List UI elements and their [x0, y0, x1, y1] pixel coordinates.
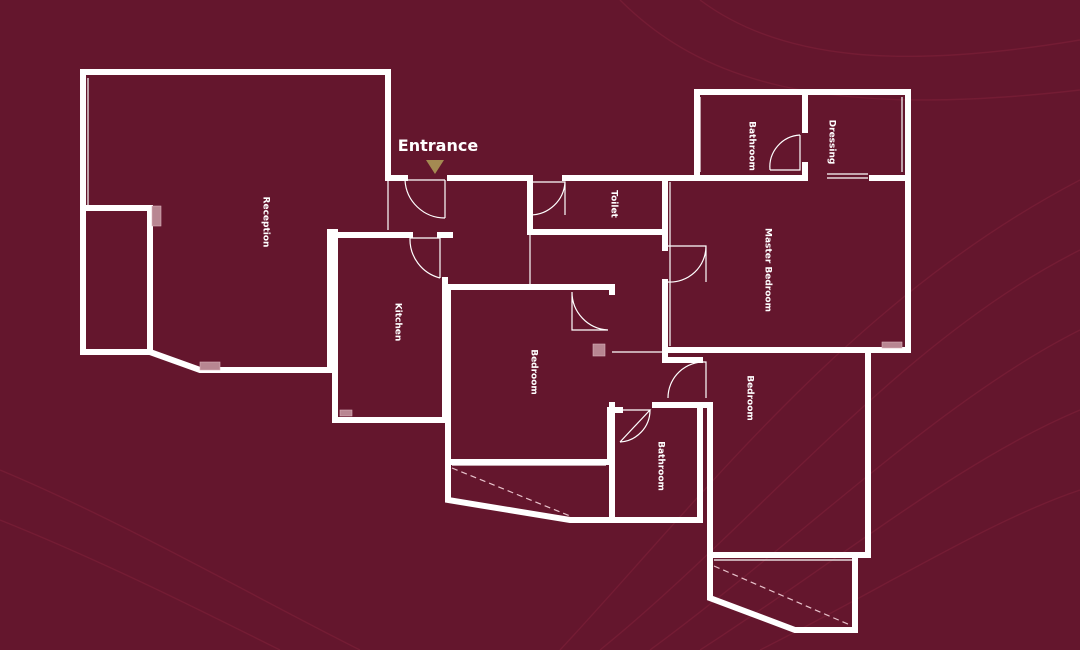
- bedroom-door: [571, 291, 609, 331]
- reception-walls: [80, 69, 391, 373]
- room-label-bedroom-right: Bedroom: [745, 375, 755, 421]
- room-label-kitchen: Kitchen: [393, 303, 403, 342]
- entrance-marker: Entrance: [398, 136, 479, 174]
- balcony-dashes: [451, 467, 851, 626]
- room-label-toilet: Toilet: [609, 190, 619, 218]
- walls: [80, 69, 911, 633]
- center-bedroom-walls: [442, 284, 615, 465]
- toilet-walls: [527, 175, 668, 235]
- room-labels: Reception Kitchen Toilet Bathroom Dressi…: [261, 120, 837, 491]
- right-bedroom-door: [667, 361, 707, 399]
- room-label-dressing: Dressing: [827, 120, 837, 165]
- toilet-door: [529, 181, 566, 216]
- room-label-bathroom-center: Bathroom: [656, 441, 666, 491]
- center-bathroom-door: [619, 409, 652, 443]
- doors: [404, 134, 868, 443]
- center-balcony-walls: [445, 459, 703, 523]
- left-alcove-walls: [80, 205, 153, 355]
- room-label-bathroom-top: Bathroom: [747, 121, 757, 171]
- ensuite-door: [769, 134, 801, 171]
- kitchen-door: [409, 237, 441, 279]
- right-bedroom-walls: [662, 347, 871, 558]
- room-label-bedroom-center: Bedroom: [529, 349, 539, 395]
- master-bedroom-door: [667, 245, 707, 283]
- kitchen-walls: [327, 229, 453, 423]
- right-balcony-walls: [707, 552, 858, 633]
- room-label-reception: Reception: [261, 197, 271, 248]
- thin-lines: [87, 78, 903, 561]
- entrance-door: [404, 179, 446, 219]
- entrance-triangle-icon: [426, 160, 444, 174]
- columns: [151, 205, 903, 417]
- master-bedroom-walls: [662, 89, 911, 353]
- entrance-label: Entrance: [398, 136, 479, 155]
- room-label-master-bedroom: Master Bedroom: [763, 228, 773, 312]
